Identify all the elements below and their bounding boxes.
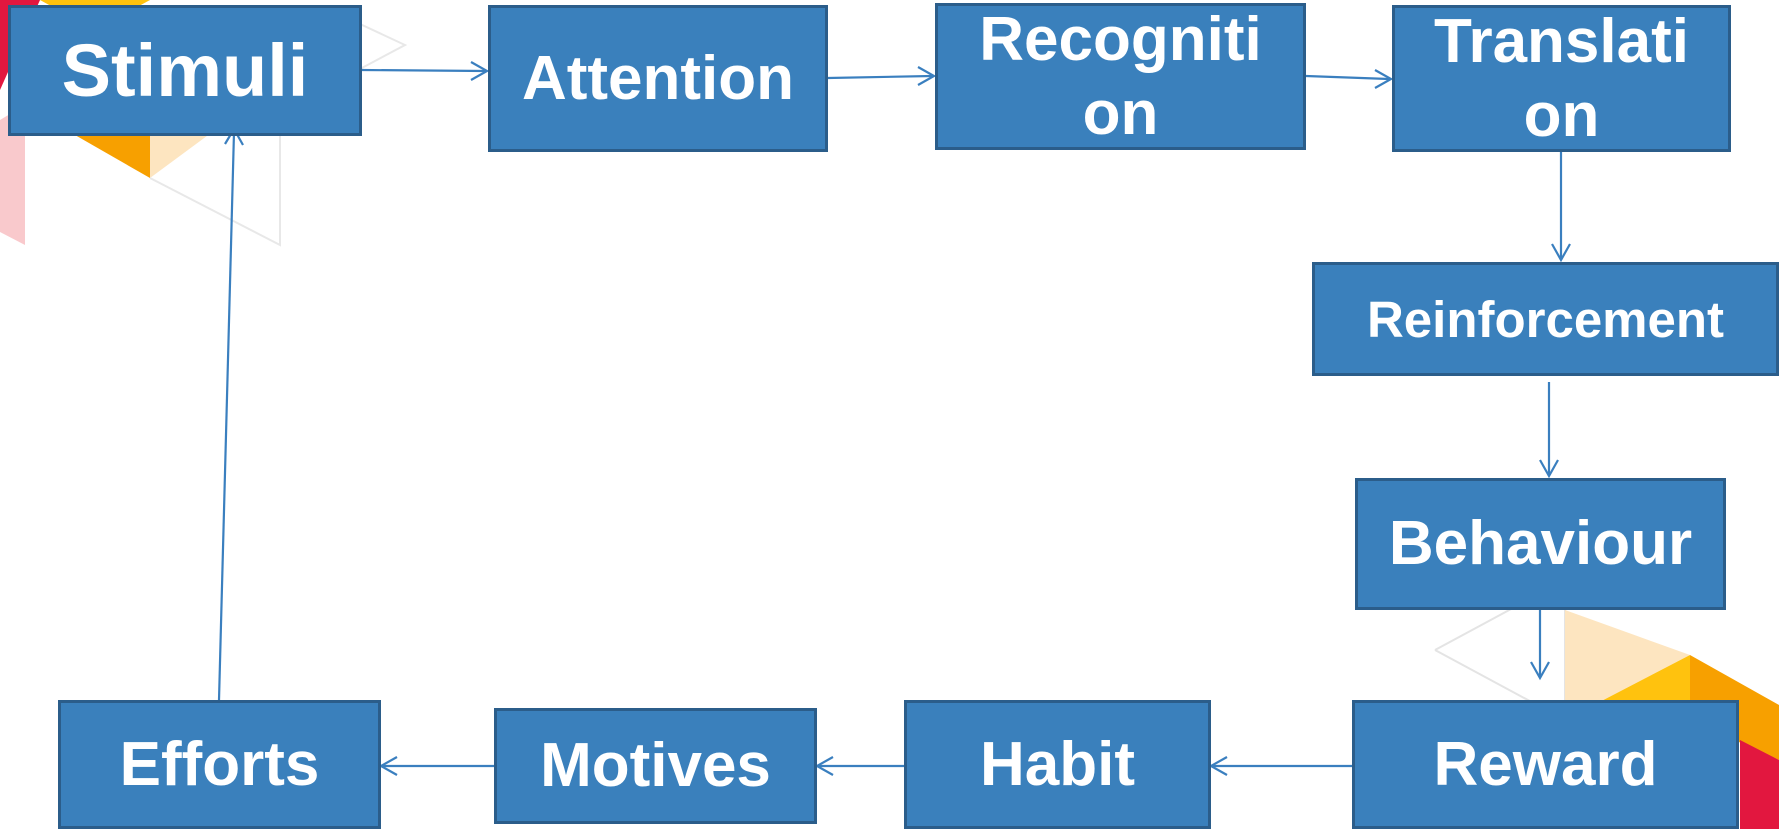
arrow-recognition-to-translation	[1305, 69, 1394, 89]
decor-triangle-pink	[0, 105, 25, 245]
node-motives: Motives	[494, 708, 817, 824]
node-behaviour: Behaviour	[1355, 478, 1726, 610]
arrow-reward-to-habit	[1208, 756, 1353, 776]
node-reward: Reward	[1352, 700, 1739, 829]
node-recognition: Recogniti on	[935, 3, 1306, 150]
arrow-translation-to-reinforcement	[1551, 152, 1571, 263]
arrow-attention-to-recognition	[827, 66, 937, 86]
node-motives-label: Motives	[540, 731, 771, 800]
node-stimuli-label: Stimuli	[61, 28, 309, 112]
node-attention-label: Attention	[521, 43, 795, 113]
decor-triangle-red	[1740, 740, 1779, 829]
node-efforts: Efforts	[58, 700, 381, 829]
decor-outline-triangle	[149, 135, 281, 247]
node-reinforcement-label: Reinforcement	[1366, 290, 1725, 348]
arrow-habit-to-motives	[814, 756, 905, 776]
arrow-reinforcement-to-behaviour	[1539, 382, 1559, 479]
node-translation-label: Translati on	[1434, 7, 1689, 150]
arrow-motives-to-efforts	[378, 756, 495, 776]
node-translation: Translati on	[1392, 5, 1731, 152]
node-recognition-label: Recogniti on	[979, 5, 1262, 148]
node-habit-label: Habit	[980, 729, 1135, 799]
decor-triangle-peach	[1565, 610, 1690, 720]
arrow-behaviour-to-reward	[1530, 610, 1550, 681]
node-stimuli: Stimuli	[8, 5, 362, 136]
node-attention: Attention	[488, 5, 828, 152]
node-efforts-label: Efforts	[119, 729, 320, 799]
arrow-stimuli-to-attention	[361, 61, 490, 81]
node-behaviour-label: Behaviour	[1388, 509, 1693, 578]
node-habit: Habit	[904, 700, 1211, 829]
arrow-efforts-to-stimuli	[217, 126, 244, 701]
node-reward-label: Reward	[1433, 729, 1658, 799]
node-reinforcement: Reinforcement	[1312, 262, 1779, 376]
